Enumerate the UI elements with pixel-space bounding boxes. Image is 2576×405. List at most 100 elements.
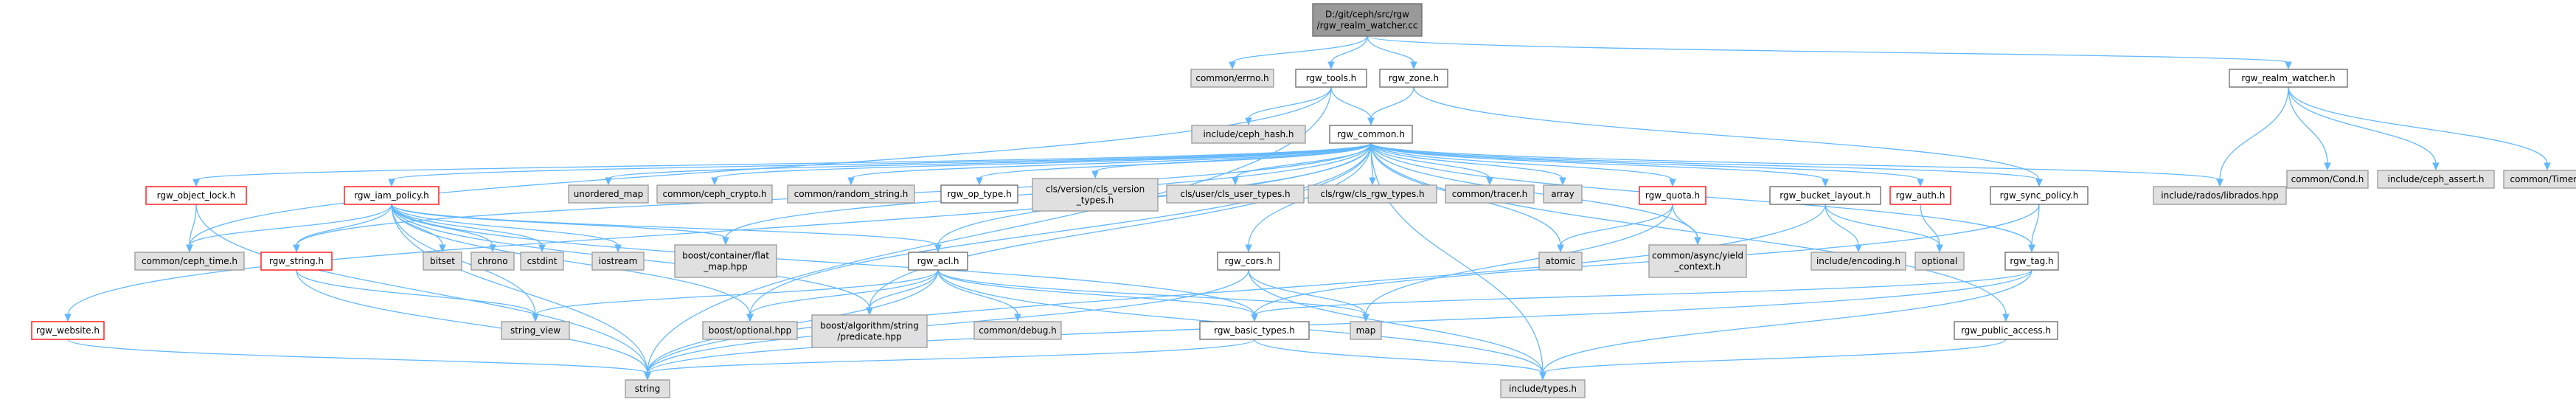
edge-line bbox=[1232, 35, 1368, 63]
node-label: common/tracer.h bbox=[1452, 189, 1528, 199]
node-rgw_realm_watcher[interactable]: rgw_realm_watcher.h bbox=[2229, 69, 2348, 88]
node-label: cstdint bbox=[527, 256, 558, 266]
node-box bbox=[591, 252, 645, 271]
edge-line bbox=[189, 204, 392, 246]
node-rgw_bucket_layout[interactable]: rgw_bucket_layout.h bbox=[1769, 186, 1881, 205]
edge-rgw_acl-to-string_view bbox=[532, 269, 939, 322]
node-box bbox=[1295, 69, 1367, 88]
edge-rgw_common-to-rgw_quota bbox=[1370, 142, 1676, 187]
edge-rgw_tools-to-rgw_common bbox=[1330, 86, 1375, 126]
edge-line bbox=[391, 204, 536, 316]
edge-arrowhead bbox=[2216, 179, 2223, 187]
edge-arrowhead bbox=[293, 244, 300, 253]
node-box bbox=[1538, 252, 1583, 271]
node-rgw_website[interactable]: rgw_website.h bbox=[31, 321, 105, 340]
edge-line bbox=[296, 269, 536, 316]
node-rgw_op_type[interactable]: rgw_op_type.h bbox=[940, 184, 1018, 204]
node-unordered_map: unordered_map bbox=[568, 184, 649, 204]
edge-line bbox=[1248, 269, 1544, 374]
node-rgw_object_lock[interactable]: rgw_object_lock.h bbox=[145, 186, 247, 205]
edge-rgw_realm_watcher-to-timer bbox=[2288, 86, 2551, 171]
node-rgw_acl[interactable]: rgw_acl.h bbox=[908, 252, 968, 271]
node-rgw_cors[interactable]: rgw_cors.h bbox=[1217, 252, 1280, 271]
edge-arrowhead bbox=[1917, 179, 1924, 187]
edge-arrowhead bbox=[1855, 244, 1862, 253]
node-label: include/ceph_assert.h bbox=[2387, 174, 2484, 184]
edge-arrowhead bbox=[64, 314, 72, 322]
edge-arrowhead bbox=[644, 372, 651, 381]
edge-line bbox=[1367, 35, 2289, 63]
edge-arrowhead bbox=[1669, 179, 1676, 187]
edge-line bbox=[647, 269, 1249, 374]
node-rgw_basic_types[interactable]: rgw_basic_types.h bbox=[1199, 321, 1310, 340]
node-label: common/debug.h bbox=[979, 325, 1057, 336]
node-label: cls/user/cls_user_types.h bbox=[1180, 189, 1290, 199]
edge-arrowhead bbox=[2002, 314, 2010, 322]
node-box bbox=[1191, 125, 1306, 144]
edge-line bbox=[535, 269, 939, 316]
node-rgw_auth[interactable]: rgw_auth.h bbox=[1889, 186, 1951, 205]
edge-arrowhead bbox=[1694, 237, 1701, 246]
edge-rgw_common-to-tracer bbox=[1370, 142, 1493, 186]
node-label: rgw_website.h bbox=[36, 325, 100, 336]
node-box bbox=[674, 244, 777, 278]
node-label: common/errno.h bbox=[1195, 73, 1268, 83]
edge-line bbox=[1825, 204, 1940, 246]
node-label: include/rados/librados.hpp bbox=[2161, 190, 2279, 201]
node-rgw_tag[interactable]: rgw_tag.h bbox=[2004, 252, 2059, 271]
node-box bbox=[702, 321, 798, 340]
node-box bbox=[1032, 178, 1159, 212]
edge-line bbox=[1370, 86, 1414, 120]
edge-rgw_sync_policy-to-rgw_tag bbox=[2028, 204, 2040, 253]
node-box bbox=[423, 252, 462, 271]
node-rgw_string[interactable]: rgw_string.h bbox=[260, 252, 333, 271]
edge-line bbox=[1370, 142, 1921, 181]
edge-line bbox=[1413, 86, 2040, 181]
edge-rgw_quota-to-yield_context bbox=[1672, 204, 1701, 246]
edge-root-to-rgw_realm_watcher bbox=[1367, 35, 2292, 70]
node-label: optional bbox=[1922, 256, 1958, 266]
edge-arrowhead bbox=[2035, 179, 2043, 187]
node-bitset: bitset bbox=[423, 252, 462, 271]
node-label: rgw_common.h bbox=[1337, 129, 1405, 139]
node-label: rgw_cors.h bbox=[1225, 256, 1273, 266]
node-label: common/random_string.h bbox=[794, 189, 909, 199]
node-string_view: string_view bbox=[501, 321, 570, 340]
node-cls_version: cls/version/cls_version_types.h bbox=[1032, 178, 1159, 212]
node-label: rgw_tag.h bbox=[2010, 256, 2053, 266]
edge-line bbox=[937, 269, 1018, 316]
edge-arrowhead bbox=[1486, 177, 1493, 186]
node-rgw_sync_policy[interactable]: rgw_sync_policy.h bbox=[1990, 186, 2089, 205]
edge-line bbox=[391, 204, 939, 246]
node-rgw_public_access[interactable]: rgw_public_access.h bbox=[1954, 321, 2058, 340]
node-rgw_quota[interactable]: rgw_quota.h bbox=[1639, 186, 1707, 205]
edge-line bbox=[869, 269, 939, 309]
node-rgw_zone[interactable]: rgw_zone.h bbox=[1379, 69, 1448, 88]
edge-rgw_common-to-rgw_object_lock bbox=[192, 142, 1372, 187]
edge-rgw_bucket_layout-to-string bbox=[644, 204, 1826, 381]
edge-rgw_zone-to-rgw_common bbox=[1367, 86, 1414, 126]
edge-line bbox=[1370, 142, 2221, 181]
node-box bbox=[908, 252, 968, 271]
edge-arrowhead bbox=[439, 244, 446, 253]
node-label: _context.h bbox=[1674, 262, 1721, 272]
edge-rgw_object_lock-to-ceph_time bbox=[186, 204, 197, 253]
node-rgw_tools[interactable]: rgw_tools.h bbox=[1295, 69, 1367, 88]
edge-rgw_tools-to-ceph_hash bbox=[1245, 86, 1332, 126]
edge-rgw_common-to-boost_optional bbox=[746, 142, 1372, 322]
edge-arrowhead bbox=[847, 177, 855, 186]
edge-arrowhead bbox=[605, 177, 612, 186]
edge-rgw_acl-to-map bbox=[937, 269, 1369, 322]
node-rgw_common[interactable]: rgw_common.h bbox=[1329, 125, 1413, 144]
edge-rgw_cors-to-map bbox=[1248, 269, 1369, 322]
node-box bbox=[260, 252, 333, 271]
edge-line bbox=[1825, 204, 1859, 246]
edge-rgw_common-to-rgw_auth bbox=[1370, 142, 1924, 187]
edge-line bbox=[869, 142, 1372, 309]
edge-rgw_common-to-rgw_public_access bbox=[1370, 142, 2010, 322]
node-rgw_iam_policy[interactable]: rgw_iam_policy.h bbox=[344, 186, 440, 205]
node-label: include/ceph_hash.h bbox=[1204, 129, 1294, 139]
node-root[interactable]: D:/git/ceph/src/rgw/rgw_realm_watcher.cc bbox=[1312, 3, 1423, 37]
node-box bbox=[1889, 186, 1951, 205]
edge-line bbox=[1254, 269, 2032, 316]
